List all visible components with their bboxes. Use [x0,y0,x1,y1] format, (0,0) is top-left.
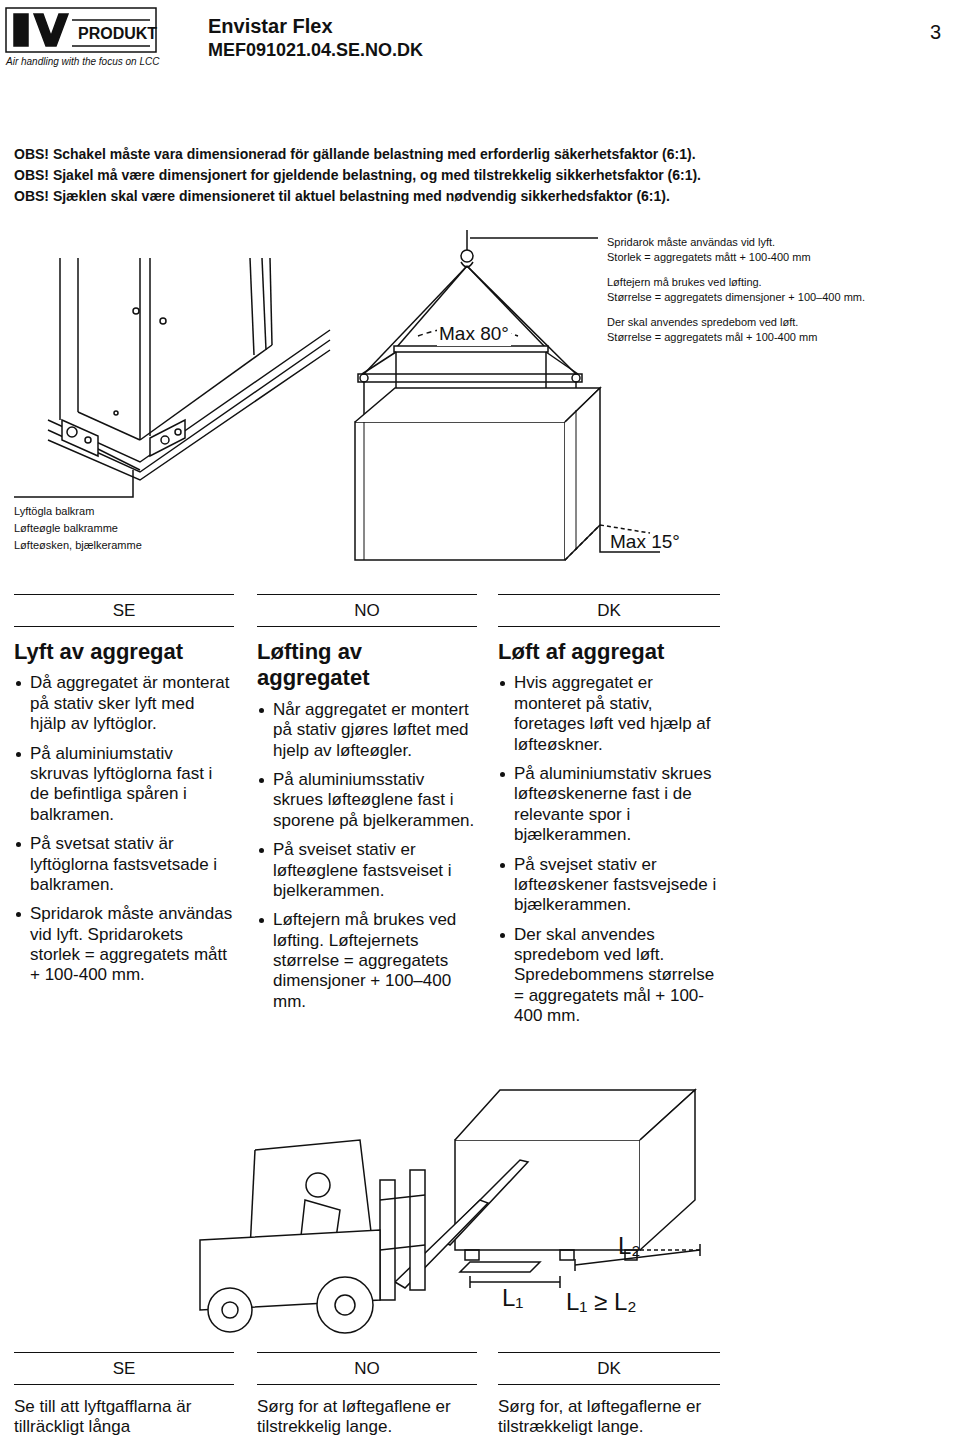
language-header: SE [14,1352,234,1385]
text: Der skal anvendes spredebom ved løft. Sp… [514,925,714,1026]
section-heading: Løfting av aggregatet [257,639,477,692]
body-text: Sørg for at løftegaflene er tilstrekkeli… [257,1397,477,1438]
angle-label: Max 15° [610,531,680,554]
text: Spridarok måste användas vid lyft. Sprid… [30,904,232,984]
bullet-dot [259,708,264,713]
bullet-item: Når aggregatet er montert på stativ gjør… [257,700,477,761]
angle-label: Max 80° [437,323,511,346]
text: På aluminiumstativ skrues løfteøskenerne… [514,764,711,844]
warning-note: OBS! Sjakel må være dimensjonert for gje… [14,167,701,184]
language-header: DK [498,1352,720,1385]
text: Sørg for, at løftegaflerne er tilstrække… [498,1397,701,1436]
text-column: DK Sørg for, at løftegaflerne er tilstræk… [498,1352,720,1438]
bullet-dot [500,681,505,686]
part-label: Løfteøgle balkramme [14,522,118,535]
bullet-dot [16,681,21,686]
text: NO [354,1359,380,1378]
bullet-item: Løftejern må brukes ved løfting. Løfteje… [257,910,477,1012]
text: Løft af aggregat [498,639,664,664]
bullet-dot [500,863,505,868]
bullet-dot [16,752,21,757]
text: NO [354,601,380,620]
text: Løfting av aggregatet [257,639,369,690]
callout-text: Størrelse = aggregatets dimensjoner + 10… [607,291,865,304]
callout-text: Spridarok måste användas vid lyft. [607,236,775,249]
part-label: Løfteøsken, bjælkeramme [14,539,142,552]
bullet-item: På aluminiumsstativ skrues løfteøglene f… [257,770,477,831]
bullet-item: Hvis aggregatet er monteret på stativ, f… [498,673,720,755]
bullet-item: Då aggregatet är monterat på stativ sker… [14,673,234,734]
part-label: Lyftögla balkram [14,505,94,518]
text: Se till att lyftgafflarna är tillräcklig… [14,1397,191,1436]
text: DK [597,1359,621,1378]
logo-text: PRODUKT [78,24,157,43]
text: Når aggregatet er montert på stativ gjør… [273,700,469,760]
bullet-dot [16,912,21,917]
bullet-item: På sveiset stativ er løfteøglene fastsve… [257,840,477,901]
text-column: NO Løfting av aggregatetNår aggregatet er… [257,594,477,1021]
text: På svejset stativ er løfteøskener fastsv… [514,855,716,915]
text: SE [113,601,136,620]
text: Hvis aggregatet er monteret på stativ, f… [514,673,711,753]
bullet-dot [500,933,505,938]
text-column: SE Se till att lyftgafflarna är tillräckl… [14,1352,234,1438]
dimension-label: L₁ [502,1284,523,1313]
dimension-label: L₁ ≥ L₂ [566,1288,637,1317]
bullet-dot [259,778,264,783]
text: På aluminiumstativ skruvas lyftöglorna f… [30,744,212,824]
text-column: NO Sørg for at løftegaflene er tilstrekke… [257,1352,477,1438]
language-header: NO [257,1352,477,1385]
bullet-item: På aluminiumstativ skruvas lyftöglorna f… [14,744,234,826]
bullet-item: Der skal anvendes spredebom ved løft. Sp… [498,925,720,1027]
warning-note: OBS! Schakel måste vara dimensionerad fö… [14,146,696,163]
bullet-item: Spridarok måste användas vid lyft. Sprid… [14,904,234,986]
language-header: SE [14,594,234,627]
warning-note: OBS! Sjæklen skal være dimensioneret til… [14,188,670,205]
callout-text: Størrelse = aggregatets mål + 100-400 mm [607,331,817,344]
bullet-dot [259,918,264,923]
bullet-dot [259,848,264,853]
page-title: Envistar Flex [208,14,333,38]
section-heading: Lyft av aggregat [14,639,234,665]
text: På svetsat stativ är lyftöglorna fastsve… [30,834,217,894]
unit-frame-drawing [14,258,330,497]
text: Løftejern må brukes ved løfting. Løfteje… [273,910,456,1011]
callout-text: Der skal anvendes spredebom ved løft. [607,316,798,329]
callout-text: Løftejern må brukes ved løfting. [607,276,762,289]
dimension-label: L₂ [618,1232,641,1261]
callout-text: Storlek = aggregatets mått + 100-400 mm [607,251,811,264]
bullet-item: På svetsat stativ är lyftöglorna fastsve… [14,834,234,895]
text: SE [113,1359,136,1378]
bullet-item: På aluminiumstativ skrues løfteøskenerne… [498,764,720,846]
body-text: Se till att lyftgafflarna är tillräcklig… [14,1397,234,1438]
text: På sveiset stativ er løfteøglene fastsve… [273,840,452,900]
language-header: NO [257,594,477,627]
body-text: Sørg for, at løftegaflerne er tilstrække… [498,1397,720,1438]
text: Lyft av aggregat [14,639,183,664]
bullet-dot [16,842,21,847]
section-heading: Løft af aggregat [498,639,720,665]
text: Sørg for at løftegaflene er tilstrekkeli… [257,1397,451,1436]
bullet-dot [500,772,505,777]
bullet-item: På svejset stativ er løfteøskener fastsv… [498,855,720,916]
text-column: SE Lyft av aggregat Då aggregatet är monte… [14,594,234,995]
text: Då aggregatet är monterat på stativ sker… [30,673,229,733]
forklift-drawing [200,1090,700,1333]
text-column: DK Løft af aggregatHvis aggregatet er mon… [498,594,720,1036]
page-number: 3 [930,20,941,44]
language-header: DK [498,594,720,627]
text: DK [597,601,621,620]
logo-slogan: Air handling with the focus on LCC [6,56,159,68]
text: På aluminiumsstativ skrues løfteøglene f… [273,770,474,830]
document-code: MEF091021.04.SE.NO.DK [208,40,423,62]
